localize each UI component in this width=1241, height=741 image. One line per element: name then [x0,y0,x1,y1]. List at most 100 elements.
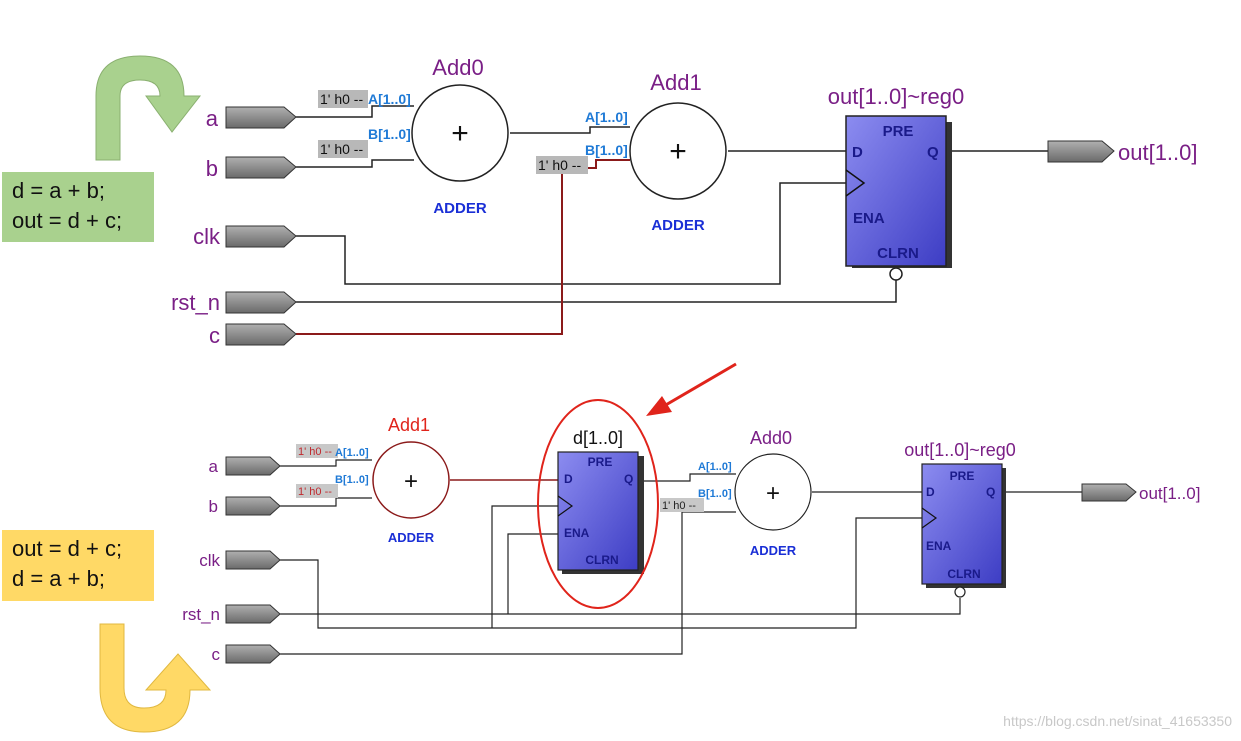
top-port-label-rst: rst_n [171,290,220,315]
bottom-add0-name: Add0 [750,428,792,448]
bottom-reg-name: out[1..0]~reg0 [904,440,1016,460]
bottom-const-box [296,444,338,458]
top-port-out-label: out[1..0] [1118,140,1198,165]
bottom-port-label-clk: clk [199,551,220,570]
code-line: d = a + b; [12,178,105,203]
yellow-curved-arrow-icon [99,623,212,733]
bottom-add0-pin-b: B[1..0] [698,488,732,500]
port-a-icon [225,456,281,476]
bottom-port-label-c: c [212,645,221,664]
top-reg-box [845,115,947,267]
bottom-port-label-b: b [209,497,218,516]
bottom-add0-pin-a: A[1..0] [698,461,732,473]
top-add1-circle [629,102,727,200]
code-line: out = d + c; [12,536,123,561]
bottom-add1-pin-a: A[1..0] [335,447,369,459]
top-reg-ena: ENA [853,210,885,227]
top-add1-type: ADDER [651,217,705,234]
top-const-label: 1' h0 -- [320,91,363,107]
bottom-port-out-label: out[1..0] [1139,484,1200,503]
top-const-label: 1' h0 -- [320,141,363,157]
bottom-add1-type: ADDER [388,530,435,545]
top-const-box [318,90,368,108]
watermark: https://blog.csdn.net/sinat_41653350 [1003,713,1232,729]
top-const-box [318,140,368,158]
code-box-top: d = a + b; out = d + c; [2,172,154,242]
green-curved-arrow-icon [95,55,202,161]
top-add1-pin-b: B[1..0] [585,142,628,158]
bottom-reg-clrn-bubble [954,586,966,598]
top-add1-pin-a: A[1..0] [585,109,628,125]
bottom-add0-symbol: + [766,480,780,507]
bottom-add0-type: ADDER [750,543,797,558]
top-reg-q: Q [927,144,939,161]
port-rst-icon [225,291,297,314]
red-highlight-arrow-icon [646,362,737,416]
code-line: out = d + c; [12,208,123,233]
top-add1-name: Add1 [650,70,701,95]
bottom-port-out-icon [1081,483,1137,502]
top-reg-d: D [852,144,863,161]
bottom-dreg-box [557,451,639,571]
bottom-dreg-clrn: CLRN [585,553,618,567]
bottom-input-ports [225,456,281,664]
bottom-port-label-a: a [209,457,219,476]
top-const-label: 1' h0 -- [538,157,581,173]
bottom-add1-symbol: + [404,468,418,495]
bottom-reg-box [921,463,1003,585]
port-rst-icon [225,604,281,624]
top-add1-symbol: + [669,135,687,168]
bottom-reg-d: D [926,485,935,499]
bottom-const-label: 1' h0 -- [298,486,332,498]
port-clk-icon [225,225,297,248]
bottom-dreg-d: D [564,472,573,486]
bottom-reg-pre: PRE [950,469,975,483]
red-highlight-ellipse [537,399,659,609]
bottom-dreg-pre: PRE [588,455,613,469]
port-c-icon [225,323,297,346]
bottom-reg-clrn: CLRN [947,567,980,581]
bottom-dreg-ena: ENA [564,526,590,540]
top-port-label-clk: clk [193,224,221,249]
code-box-bottom: out = d + c; d = a + b; [2,530,154,601]
top-add0-pin-b: B[1..0] [368,126,411,142]
bottom-dreg-clock-icon [557,495,574,517]
port-b-icon [225,496,281,516]
port-a-icon [225,106,297,129]
bottom-const-box [296,484,338,498]
top-port-label-a: a [206,106,219,131]
port-clk-icon [225,550,281,570]
top-add0-symbol: + [451,117,469,150]
top-port-label-c: c [209,323,220,348]
bottom-reg-q: Q [986,485,995,499]
top-reg-clrn-bubble [889,267,903,281]
bottom-add1-pin-b: B[1..0] [335,474,369,486]
port-b-icon [225,156,297,179]
port-c-icon [225,644,281,664]
bottom-add1-circle [372,441,450,519]
top-reg-pre: PRE [883,123,914,140]
bottom-const-box [660,498,704,512]
top-add0-type: ADDER [433,200,487,217]
bottom-reg-clock-icon [921,507,938,529]
bottom-const-label: 1' h0 -- [662,500,696,512]
top-add0-pin-a: A[1..0] [368,91,411,107]
top-wire-c [296,159,630,335]
top-port-label-b: b [206,156,218,181]
bottom-const-label: 1' h0 -- [298,446,332,458]
bottom-dreg-q: Q [624,472,633,486]
top-reg-name: out[1..0]~reg0 [828,84,964,109]
top-add0-name: Add0 [432,55,483,80]
top-input-ports [225,106,297,346]
top-const-box [536,156,588,174]
bottom-reg-ena: ENA [926,539,952,553]
bottom-add1-name: Add1 [388,415,430,435]
bottom-dreg-name: d[1..0] [573,428,623,448]
top-reg-clock-icon [845,169,866,197]
top-port-out-icon [1047,140,1115,163]
top-reg-clrn: CLRN [877,245,919,262]
bottom-port-label-rst: rst_n [182,605,220,624]
bottom-add0-circle [734,453,812,531]
code-line: d = a + b; [12,566,105,591]
